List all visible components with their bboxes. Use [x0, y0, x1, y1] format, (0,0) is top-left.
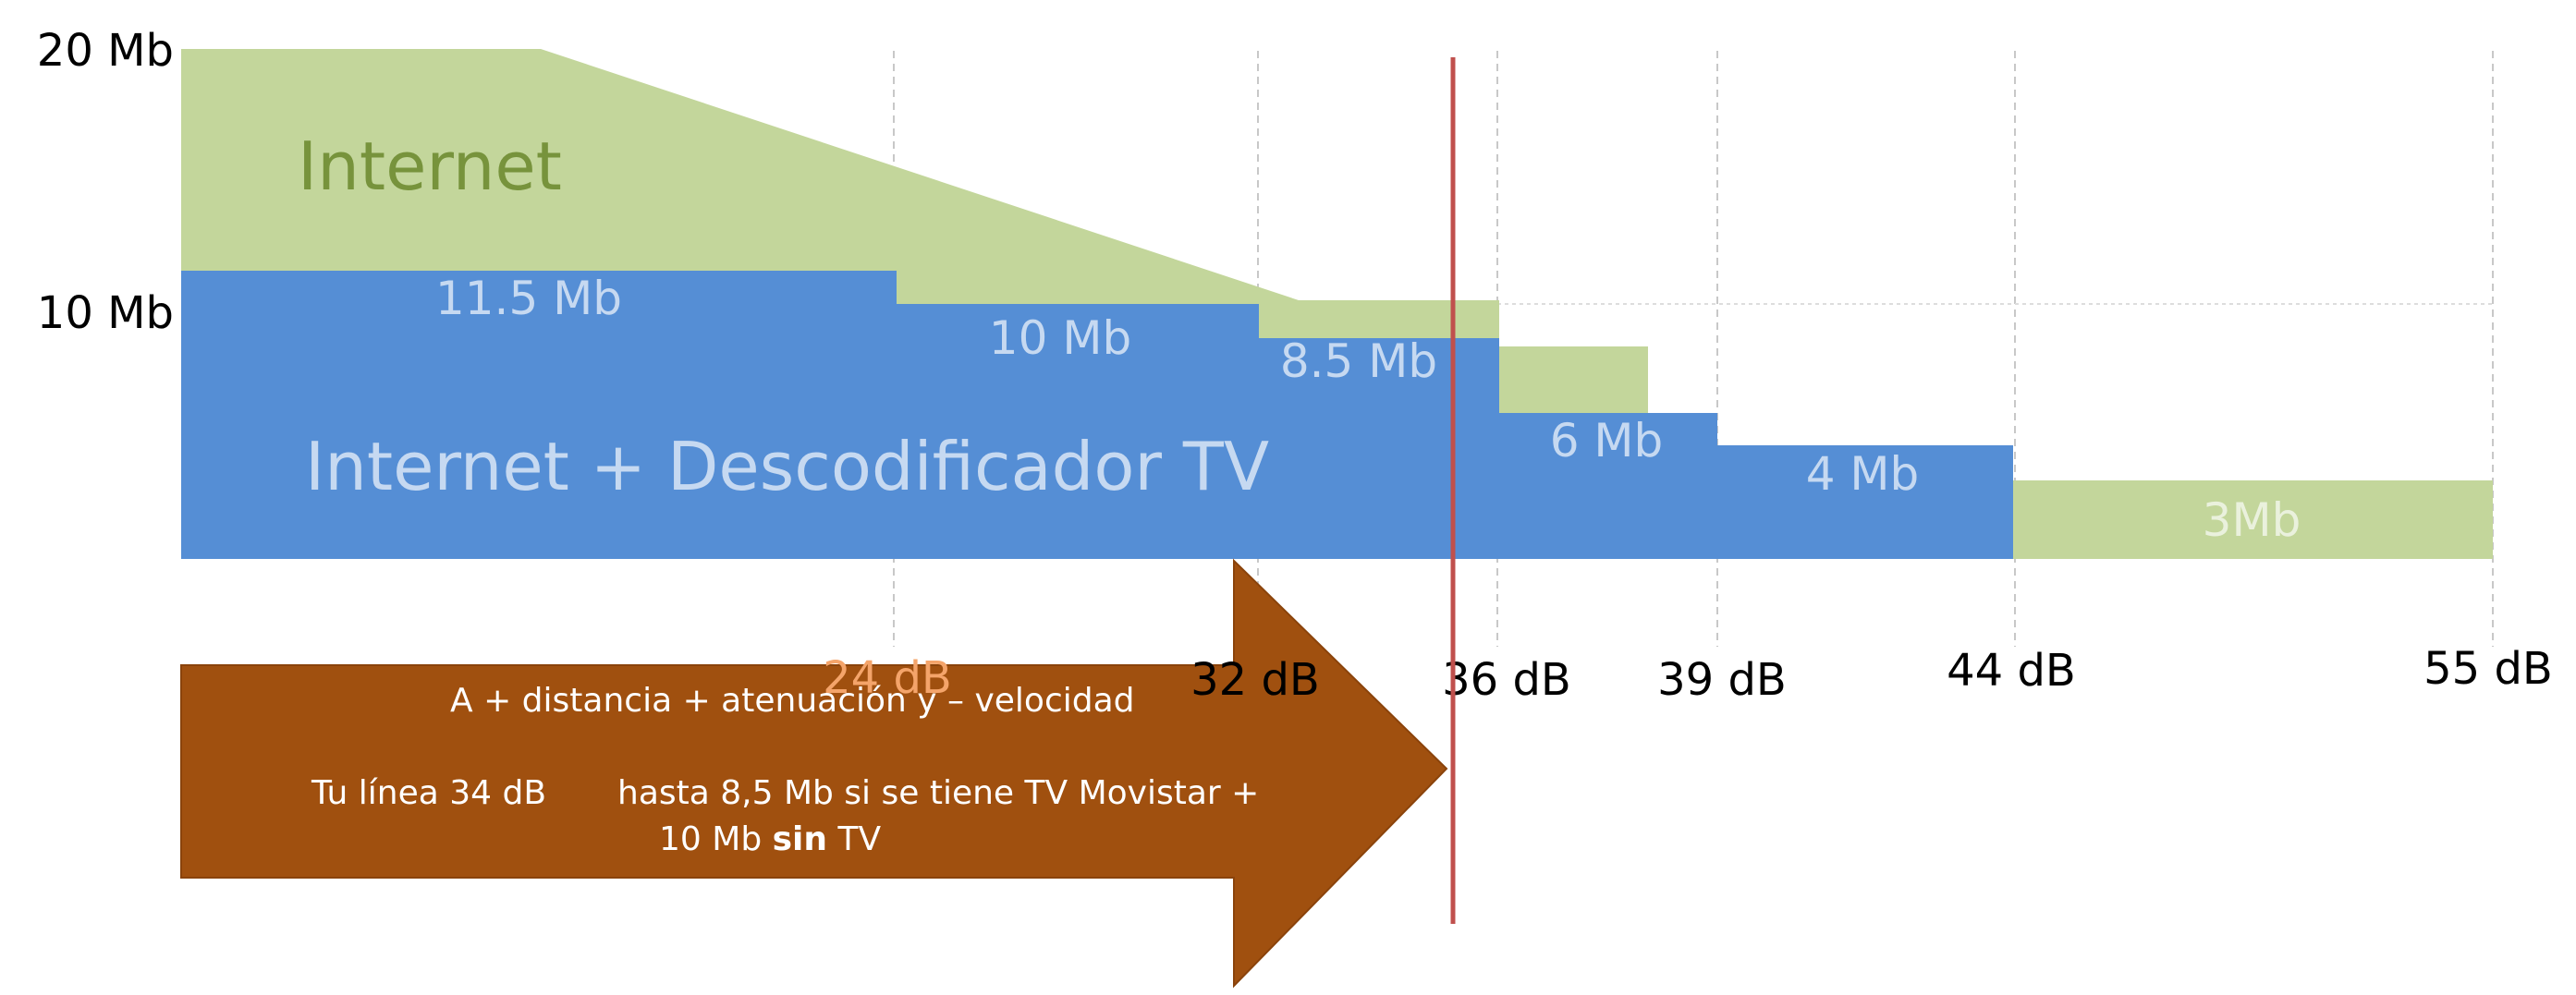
- label-layer: 20 Mb 10 Mb 24 dB 32 dB 36 dB 39 dB 44 dB 55 dB…: [37, 25, 2553, 706]
- arrow-text-line3-pre: 10 Mb: [659, 820, 763, 858]
- arrow-layer: [180, 558, 1448, 989]
- arrow-text-line3: 10 Mb sin TV: [659, 820, 881, 858]
- arrow-text-line2a: Tu línea 34 dB: [311, 774, 547, 812]
- x-tick-44: 44 dB: [1947, 645, 2076, 697]
- series-label-internet: Internet: [298, 127, 562, 205]
- area-layer: [181, 49, 2493, 559]
- series-label-internet-tv: Internet + Descodificador TV: [305, 428, 1269, 505]
- x-tick-36: 36 dB: [1442, 654, 1571, 706]
- data-label-4: 4 Mb: [1806, 447, 1920, 501]
- data-label-5: 3Mb: [2203, 493, 2301, 547]
- area-internet-tv: [181, 271, 2013, 559]
- arrow-text-line3-post: TV: [837, 820, 882, 858]
- data-label-2: 8.5 Mb: [1280, 334, 1437, 388]
- arrow-shape: [180, 558, 1448, 989]
- arrow-text-line3-bold: sin: [772, 820, 828, 858]
- x-tick-24: 24 dB: [823, 652, 952, 704]
- x-tick-39: 39 dB: [1657, 654, 1787, 706]
- y-tick-10: 10 Mb: [37, 287, 174, 339]
- y-tick-20: 20 Mb: [37, 25, 174, 77]
- arrow-text-line2b: hasta 8,5 Mb si se tiene TV Movistar +: [617, 774, 1260, 812]
- arrow-text-line1: A + distancia + atenuación y – velocidad: [450, 682, 1135, 720]
- data-label-1: 10 Mb: [989, 311, 1131, 365]
- x-tick-32: 32 dB: [1190, 654, 1320, 706]
- x-tick-55: 55 dB: [2423, 643, 2553, 695]
- data-label-3: 6 Mb: [1550, 414, 1664, 467]
- data-label-0: 11.5 Mb: [435, 272, 622, 325]
